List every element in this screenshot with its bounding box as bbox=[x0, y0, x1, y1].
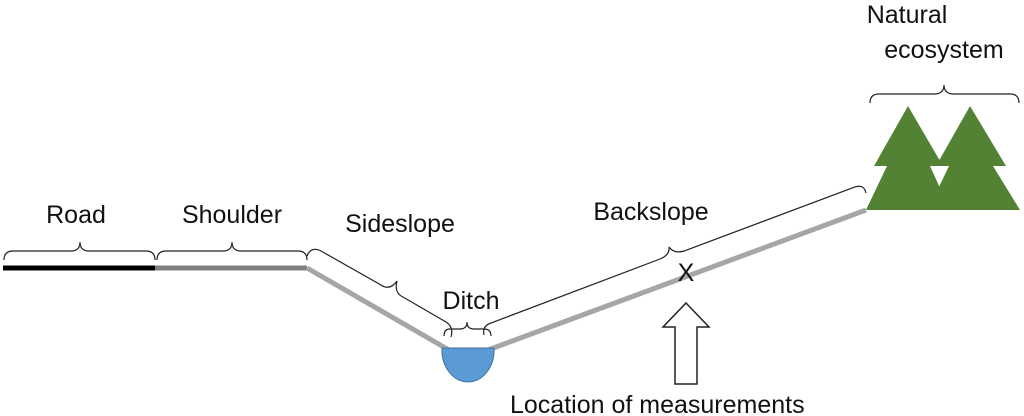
natural-ecosystem-label-line1: Natural bbox=[867, 1, 948, 29]
backslope-brace bbox=[483, 185, 867, 336]
road-label: Road bbox=[46, 201, 106, 229]
backslope-surface bbox=[487, 207, 867, 353]
sideslope-surface bbox=[305, 265, 451, 353]
natural-ecosystem-label-line2: ecosystem bbox=[884, 36, 1003, 64]
sideslope-brace bbox=[306, 248, 453, 338]
tree-right bbox=[928, 106, 1020, 210]
measurement-mark: X bbox=[678, 259, 695, 287]
natural-ecosystem-brace bbox=[869, 84, 1020, 104]
shoulder-label: Shoulder bbox=[182, 201, 282, 229]
measurement-caption: Location of measurements bbox=[510, 391, 805, 416]
shoulder-brace bbox=[156, 241, 308, 261]
ditch-brace bbox=[443, 321, 492, 337]
backslope-label: Backslope bbox=[593, 198, 708, 226]
ditch-label: Ditch bbox=[443, 287, 500, 315]
ditch-water bbox=[441, 347, 495, 383]
road-brace bbox=[3, 241, 156, 261]
sideslope-label: Sideslope bbox=[345, 210, 455, 238]
measurement-arrow bbox=[661, 301, 711, 385]
tree-left bbox=[866, 106, 950, 210]
